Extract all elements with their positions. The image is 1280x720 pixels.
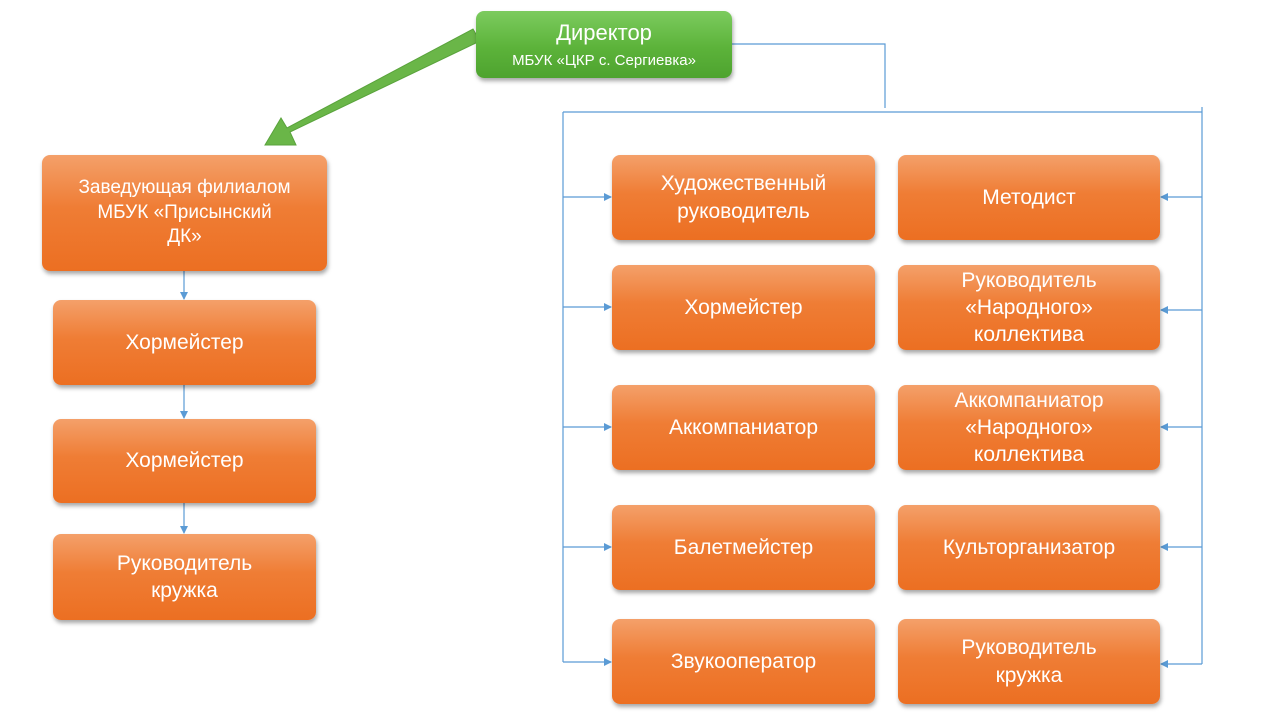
main-left-label-3: Аккомпаниатор	[668, 415, 819, 439]
branch-head-label: Заведующая филиалом МБУК «Присынский ДК»	[78, 176, 291, 248]
branch-staff-label-2: Хормейстер	[125, 449, 244, 473]
main-right-node-5[interactable]: Руководитель кружка	[898, 619, 1160, 704]
main-left-node-1[interactable]: Художественный руководитель	[612, 155, 875, 240]
main-left-node-2[interactable]: Хормейстер	[612, 265, 875, 350]
main-left-label-5: Звукооператор	[670, 649, 817, 673]
branch-staff-node-3[interactable]: Руководитель кружка	[53, 534, 316, 620]
main-right-label-5: Руководитель кружка	[961, 636, 1097, 687]
main-right-node-2[interactable]: Руководитель «Народного» коллектива	[898, 265, 1160, 350]
director-node[interactable]: Директор МБУК «ЦКР с. Сергиевка»	[476, 11, 732, 78]
branch-staff-node-1[interactable]: Хормейстер	[53, 300, 316, 385]
green-arrow	[264, 28, 481, 146]
main-left-label-4: Балетмейстер	[673, 535, 814, 559]
main-right-node-1[interactable]: Методист	[898, 155, 1160, 240]
main-right-node-3[interactable]: Аккомпаниатор «Народного» коллектива	[898, 385, 1160, 470]
main-left-label-2: Хормейстер	[684, 295, 803, 319]
branch-head-node[interactable]: Заведующая филиалом МБУК «Присынский ДК»	[42, 155, 327, 271]
branch-staff-label-1: Хормейстер	[125, 330, 244, 354]
director-subtitle: МБУК «ЦКР с. Сергиевка»	[512, 51, 696, 69]
main-left-node-5[interactable]: Звукооператор	[612, 619, 875, 704]
director-connector	[732, 43, 886, 108]
main-left-node-3[interactable]: Аккомпаниатор	[612, 385, 875, 470]
main-right-node-4[interactable]: Культорганизатор	[898, 505, 1160, 590]
main-left-node-4[interactable]: Балетмейстер	[612, 505, 875, 590]
main-right-label-1: Методист	[982, 185, 1076, 209]
main-left-label-1: Художественный руководитель	[660, 172, 827, 223]
main-right-label-4: Культорганизатор	[942, 535, 1116, 559]
director-title: Директор	[556, 19, 652, 45]
main-right-label-3: Аккомпаниатор «Народного» коллектива	[954, 388, 1104, 467]
main-right-label-2: Руководитель «Народного» коллектива	[961, 268, 1097, 347]
branch-staff-label-3: Руководитель кружка	[116, 551, 253, 602]
branch-staff-node-2[interactable]: Хормейстер	[53, 419, 316, 503]
